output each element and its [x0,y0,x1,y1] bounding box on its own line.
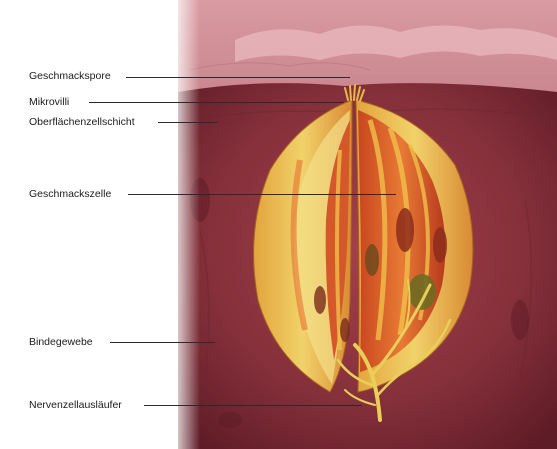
leader-taste-pore [126,77,350,78]
label-taste-pore: Geschmackspore [29,70,111,82]
label-microvilli: Mikrovilli [29,96,69,108]
leader-nerve-fibers [144,405,362,406]
label-taste-cell: Geschmackszelle [29,188,111,200]
label-nerve-fibers: Nervenzellausläufer [29,399,122,411]
leader-microvilli [89,102,344,103]
label-surface-cell-layer: Oberflächenzellschicht [29,116,135,128]
label-connective-tissue: Bindegewebe [29,336,93,348]
leader-surface-cell-layer [158,122,218,123]
leader-taste-cell [128,194,396,195]
leader-connective-tissue [110,342,215,343]
